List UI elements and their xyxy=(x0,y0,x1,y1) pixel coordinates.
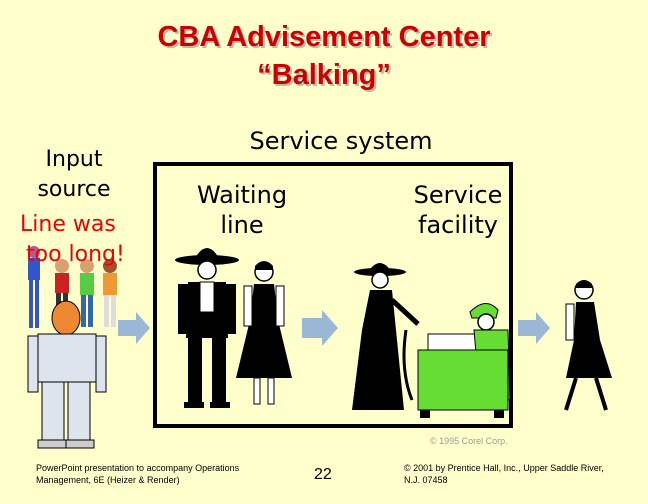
footer-right-line2: N.J. 07458 xyxy=(404,475,448,485)
service-facility-line2: facility xyxy=(418,211,498,239)
waiting-line-line2: line xyxy=(220,211,264,239)
customer-in-service-icon xyxy=(352,263,420,410)
service-system-box xyxy=(153,162,513,428)
departing-customer-icon xyxy=(564,280,612,411)
balk-note-line2: too long! xyxy=(26,242,125,267)
input-source-label: Input source xyxy=(14,145,134,205)
balk-note-line1: Line was xyxy=(20,212,116,237)
input-source-line2: source xyxy=(37,177,111,202)
footer-right: © 2001 by Prentice Hall, Inc., Upper Sad… xyxy=(404,462,640,486)
service-facility-line1: Service xyxy=(413,181,503,209)
image-credit: © 1995 Corel Corp. xyxy=(430,436,508,446)
footer-left-line1: PowerPoint presentation to accompany Ope… xyxy=(36,463,240,473)
slide-title-line1: CBA Advisement Center xyxy=(157,21,491,53)
input-source-crowd-icon xyxy=(27,246,117,449)
arrow-into-system-icon xyxy=(118,312,150,344)
footer-right-line1: © 2001 by Prentice Hall, Inc., Upper Sad… xyxy=(404,463,604,473)
service-system-label: Service system xyxy=(249,127,433,155)
waiting-line-label: Waiting line xyxy=(182,180,302,240)
input-source-line1: Input xyxy=(45,147,103,172)
footer-left: PowerPoint presentation to accompany Ope… xyxy=(36,462,276,486)
service-desk-icon xyxy=(417,303,511,418)
arrow-to-service-icon xyxy=(302,310,338,346)
waiting-man-icon xyxy=(175,248,239,408)
page-number: 22 xyxy=(314,466,332,483)
slide-title-line2: “Balking” xyxy=(257,59,391,91)
arrow-exit-system-icon xyxy=(518,312,550,344)
waiting-line-line1: Waiting xyxy=(196,181,288,209)
service-facility-label: Service facility xyxy=(396,180,520,240)
waiting-woman-icon xyxy=(236,261,292,405)
footer-left-line2: Management, 6E (Heizer & Render) xyxy=(36,475,180,485)
